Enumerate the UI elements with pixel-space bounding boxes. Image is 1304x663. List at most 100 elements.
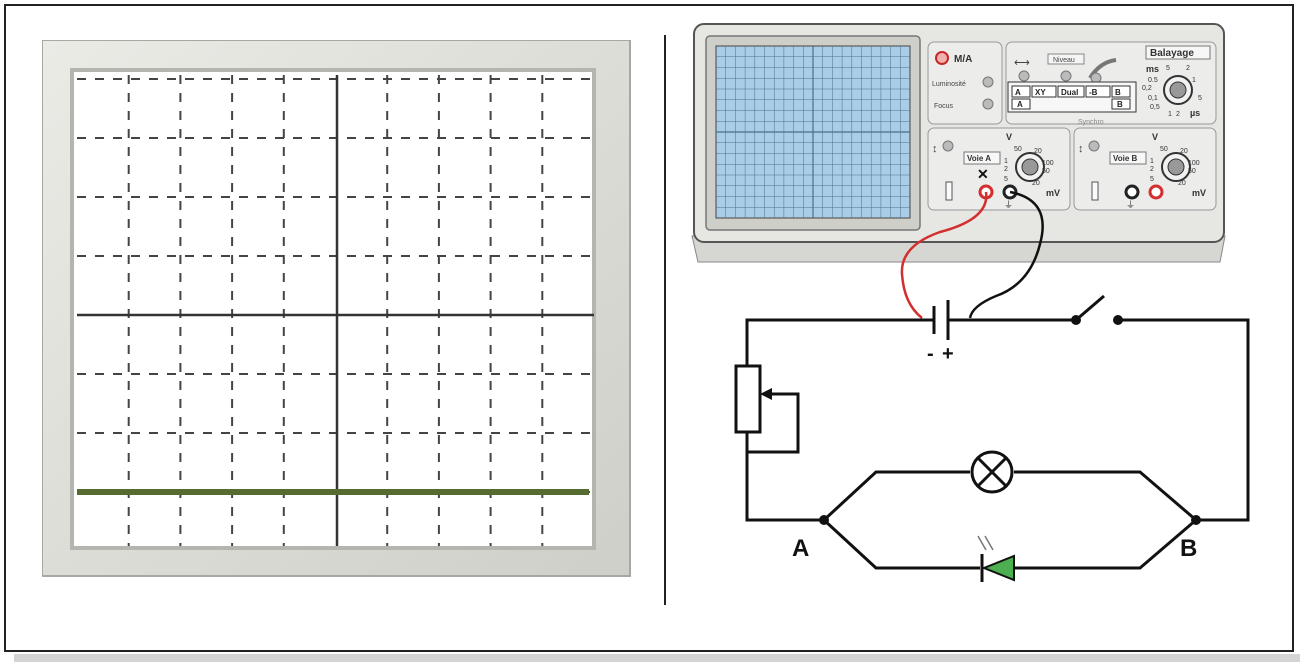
channel-b-panel [1073, 127, 1217, 211]
mode-button-label: Dual [1061, 88, 1078, 97]
sweep-scale-label: 0,5 [1150, 104, 1160, 111]
potentiometer [734, 364, 762, 434]
channel-b-volt-unit: V [1152, 132, 1158, 142]
wire-left-top [745, 318, 934, 372]
mode-button-label: XY [1035, 88, 1046, 97]
volt-scale-label: 50 [1160, 146, 1168, 153]
mode-button[interactable] [1085, 85, 1111, 98]
pot-wiper-arrow [760, 388, 772, 400]
brightness-knob[interactable] [982, 76, 994, 88]
channel-b-label-box [1109, 151, 1147, 165]
mode-button-label: A [1015, 88, 1021, 97]
sweep-scale-label: 1 [1168, 111, 1172, 118]
channel-a-volt-knob[interactable] [1021, 158, 1039, 176]
oscilloscope-screen-panel [42, 40, 631, 577]
focus-label: Focus [934, 103, 954, 110]
power-label: M/A [954, 54, 972, 65]
ground-icon-b: ⏚ [1126, 200, 1135, 210]
panel-divider [664, 35, 666, 605]
channel-b-input-jack[interactable] [1148, 184, 1164, 200]
display-grid [716, 46, 910, 218]
wire-switch-to-right [1118, 318, 1250, 522]
sweep-scale-label: 0,2 [1142, 85, 1152, 92]
oscilloscope: M/A Luminosité Focus ⟷ Niveau Balayage m… [691, 23, 1226, 263]
circuit [734, 294, 1250, 570]
level-label: Niveau [1053, 57, 1075, 64]
mode-button-label: B [1115, 88, 1121, 97]
volt-scale-label: 5 [1150, 176, 1154, 183]
channel-a-acdc-switch[interactable] [945, 181, 953, 201]
volt-scale-label: 1 [1004, 158, 1008, 165]
channel-b-label: Voie B [1113, 154, 1138, 163]
sweep-scale-label: 2 [1176, 111, 1180, 118]
sweep-knob[interactable] [1169, 81, 1187, 99]
channel-b-position-icon: ↕ [1078, 143, 1084, 155]
volt-scale-label: 50 [1042, 168, 1050, 175]
branch-lamp [822, 470, 970, 522]
volt-scale-label: 2 [1150, 166, 1154, 173]
focus-knob[interactable] [982, 98, 994, 110]
horizontal-position-icon: ⟷ [1014, 57, 1030, 69]
red-probe-wire [900, 191, 988, 319]
sweep-label-box [1145, 45, 1211, 60]
node-b-label: B [1180, 535, 1197, 562]
branch-led-right [1014, 518, 1197, 570]
battery-plus-label: + [942, 343, 954, 365]
channel-a-mv-unit: mV [1046, 188, 1060, 198]
node-b-dot [1191, 515, 1201, 525]
sweep-scale-label: 1 [1192, 77, 1196, 84]
channel-b-volt-knob[interactable] [1167, 158, 1185, 176]
sweep-label: Balayage [1150, 48, 1194, 59]
screen-inner-border [70, 68, 596, 550]
level-label-box [1047, 53, 1085, 65]
sweep-scale-label: 2 [1186, 65, 1190, 72]
sweep-unit-us: µs [1190, 108, 1200, 118]
sweep-scale-label: 5 [1166, 65, 1170, 72]
power-button[interactable] [935, 51, 949, 65]
mode-button-label: B [1117, 100, 1123, 109]
level-knob[interactable] [1060, 70, 1072, 82]
sync-label: Synchro [1078, 119, 1104, 126]
mode-button-label: A [1017, 100, 1023, 109]
sweep-unit-ms: ms [1146, 64, 1159, 74]
volt-scale-label: 2 [1004, 166, 1008, 173]
channel-a-label-box [963, 151, 1001, 165]
brightness-label: Luminosité [932, 81, 966, 88]
channel-a-position-knob[interactable] [942, 140, 954, 152]
volt-scale-label: 20 [1032, 180, 1040, 187]
channel-a-panel [927, 127, 1071, 211]
mode-button[interactable] [1011, 85, 1031, 98]
volt-scale-label: 1 [1150, 158, 1154, 165]
sweep-scale-label: 0,1 [1148, 95, 1158, 102]
channel-b-ground-jack[interactable] [1124, 184, 1140, 200]
mode-button[interactable] [1057, 85, 1085, 98]
branch-lamp-right [1014, 470, 1197, 522]
mode-button[interactable] [1111, 98, 1131, 110]
volt-scale-label: 5 [1004, 176, 1008, 183]
led-light-ray-1 [977, 535, 987, 551]
black-probe-wire [968, 190, 1044, 319]
led-light-ray-2 [984, 535, 994, 551]
channel-b-position-knob[interactable] [1088, 140, 1100, 152]
channel-a-label: Voie A [967, 154, 991, 163]
mode-button[interactable] [1011, 98, 1031, 110]
channel-a-disconnected-mark: ✕ [977, 166, 989, 182]
volt-scale-label: 20 [1180, 148, 1188, 155]
volt-scale-label: 50 [1014, 146, 1022, 153]
branch-led [822, 518, 980, 570]
mode-button[interactable] [1111, 85, 1131, 98]
volt-scale-label: 50 [1188, 168, 1196, 175]
mode-button[interactable] [1031, 85, 1057, 98]
node-a-label: A [792, 535, 809, 562]
circuit-panel: M/A Luminosité Focus ⟷ Niveau Balayage m… [691, 23, 1250, 582]
sweep-scale-label: 0.5 [1148, 77, 1158, 84]
horizontal-position-knob[interactable] [1018, 70, 1030, 82]
led-icon [981, 554, 1015, 582]
volt-scale-label: 100 [1188, 160, 1200, 167]
channel-b-mv-unit: mV [1192, 188, 1206, 198]
channel-b-acdc-switch[interactable] [1091, 181, 1099, 201]
channel-a-position-icon: ↕ [932, 143, 938, 155]
